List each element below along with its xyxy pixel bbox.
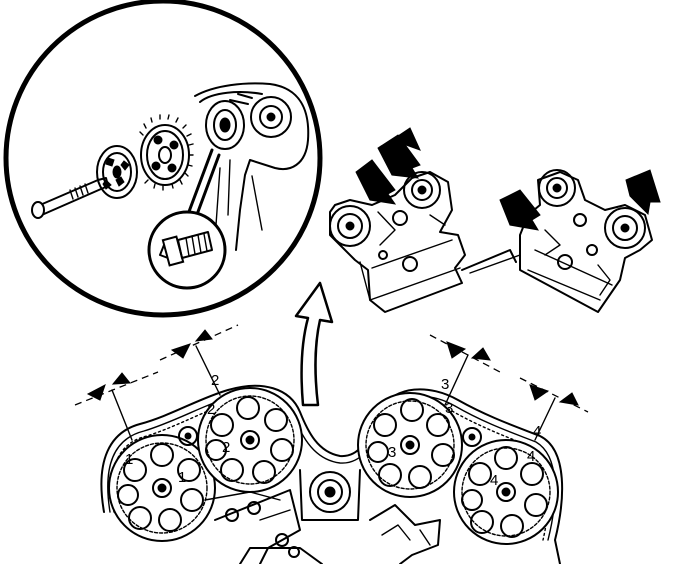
right-cylinder-head <box>499 169 661 313</box>
cam-pulley-4 <box>453 439 559 545</box>
pointer-arrow <box>390 127 421 151</box>
idler-pulley <box>178 426 198 446</box>
left-cylinder-head <box>329 127 466 313</box>
mark-label-4: 4 <box>527 448 535 465</box>
timing-belt-assembly <box>100 384 564 564</box>
mark-label-2: 2 <box>207 401 215 418</box>
idler-pulley <box>462 427 482 447</box>
labels: 1 1 2 2 2 3 3 3 4 4 4 <box>125 372 541 489</box>
mark-label-3: 3 <box>441 376 449 393</box>
pointer-arrow <box>377 134 421 179</box>
mark-label-1: 1 <box>125 451 133 468</box>
mark-label-2: 2 <box>222 439 230 456</box>
mark-label-3: 3 <box>388 444 396 461</box>
bolt-detail-inset <box>147 210 227 290</box>
alignment-markers <box>74 324 589 441</box>
pointer-arrow <box>625 169 661 216</box>
mark-label-4: 4 <box>490 472 498 489</box>
pointer-arrow <box>499 189 541 231</box>
belt-tensioner <box>299 469 361 521</box>
mark-label-4: 4 <box>533 423 541 440</box>
detail-arrow <box>294 281 334 407</box>
cam-sprocket-gear <box>139 114 194 191</box>
mark-label-3: 3 <box>445 400 453 417</box>
cam-pulley-3 <box>357 392 463 498</box>
cam-pulley-hub <box>96 145 138 199</box>
cam-pulley-1 <box>108 434 216 542</box>
pulley-bolt <box>31 177 109 219</box>
mark-label-1: 1 <box>178 469 186 486</box>
pointer-arrow <box>355 159 397 205</box>
detail-magnifier <box>3 0 323 318</box>
mark-label-2: 2 <box>211 372 219 389</box>
